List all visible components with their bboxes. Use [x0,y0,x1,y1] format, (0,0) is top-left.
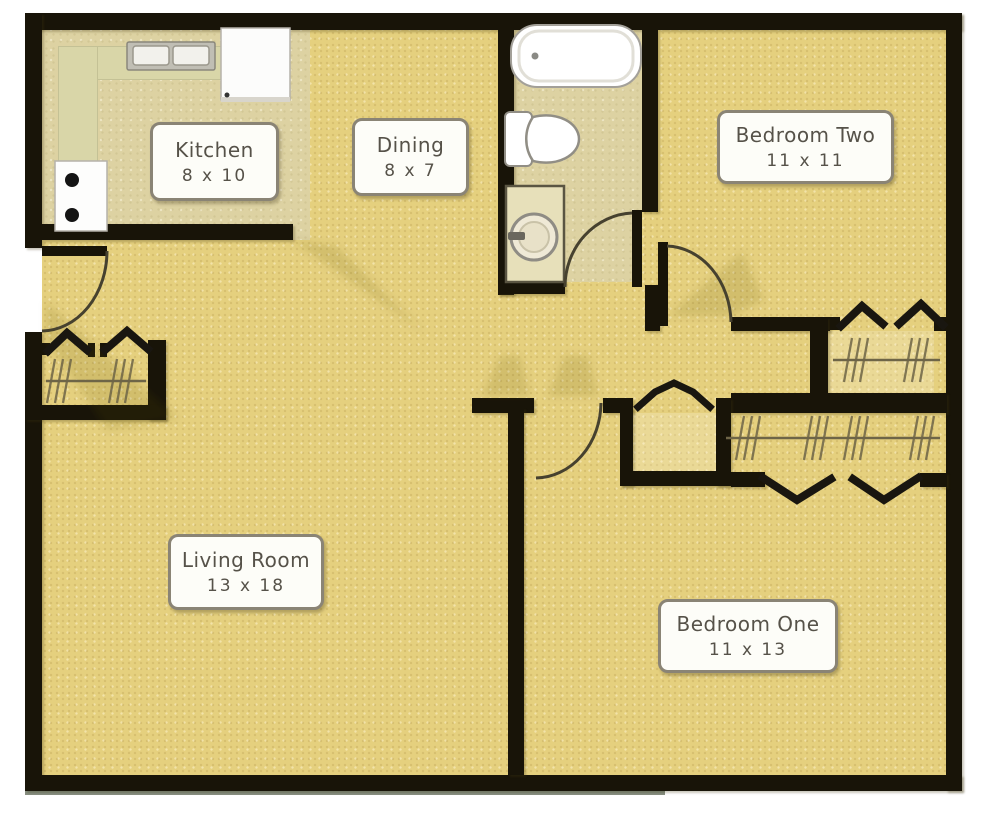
room-dimensions: 11 x 13 [708,640,788,660]
wall-closet-jamb [88,343,95,357]
wall-kitchen-bottom [42,224,293,240]
wall-closet-jamb [830,317,840,330]
wall-hall-closet-left [620,408,633,486]
wall-bathroom-right [642,30,658,212]
wall-living-bedroom-one [508,408,524,775]
wall-closet-jamb [100,343,107,357]
wall-outer-right [946,13,962,791]
wall-coat-closet-bottom [25,405,166,420]
room-label-kitchen: Kitchen 8 x 10 [150,122,279,201]
wall-outer-left-upper [25,13,42,248]
bathroom-floor [514,30,642,282]
wall-closet-jamb [934,317,947,331]
wall-hall-closet-right [716,398,731,486]
wall-closets-divider [731,393,947,413]
room-dimensions: 8 x 7 [384,161,437,181]
wall-shadow [25,791,665,795]
room-name: Dining [376,133,445,157]
wall-bedroom-one-closet-stub-left [731,472,765,487]
wall-bathroom-bottom [498,280,565,294]
wall-bedroom-two-bottom [731,317,830,331]
wall-bathroom-left [498,30,514,295]
room-name: Bedroom Two [735,123,876,147]
door-panel-bedroom-two [658,242,668,326]
room-label-bedroom-two: Bedroom Two 11 x 11 [717,110,894,184]
room-dimensions: 8 x 10 [181,165,248,186]
hall-closet-floor [633,413,716,471]
door-panel-entry [42,246,107,256]
wall-bedroom-one-closet-stub-right [920,473,947,487]
room-label-bedroom-one: Bedroom One 11 x 13 [658,599,838,673]
kitchen-counter-side [58,46,98,166]
wall-hall-closet-bottom [620,471,731,486]
wall-living-hall [472,398,534,413]
door-panel-bathroom [632,210,642,287]
wall-hall-bedroom-two-jamb [645,285,660,331]
room-name: Living Room [181,548,311,572]
room-dimensions: 11 x 11 [766,151,845,171]
room-name: Bedroom One [676,612,820,636]
room-label-living-room: Living Room 13 x 18 [168,534,324,610]
wall-outer-bottom [25,775,962,791]
wall-closet-jamb [42,343,50,355]
room-name: Kitchen [175,137,254,162]
wall-outer-top [25,13,962,30]
wall-bedroom-two-closet-left [810,317,828,405]
room-dimensions: 13 x 18 [206,576,286,596]
room-label-dining: Dining 8 x 7 [352,118,469,196]
wall-outer-left-lower [25,332,42,775]
bedroom-two-closet-floor [828,331,934,393]
